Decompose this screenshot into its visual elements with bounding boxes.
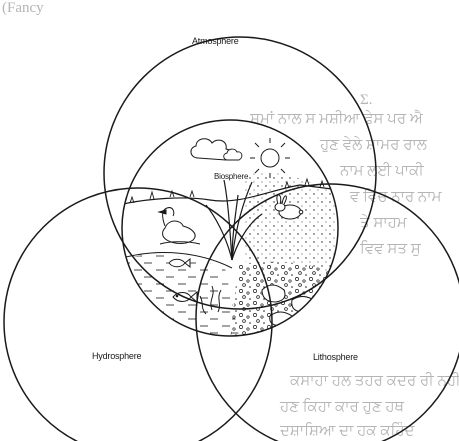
duck-icon — [159, 208, 200, 244]
hydrosphere-label: Hydrosphere — [92, 351, 141, 361]
sun-icon — [250, 138, 290, 178]
lithosphere-label: Lithosphere — [313, 352, 358, 362]
biosphere-label: Biosphere — [214, 172, 248, 181]
biosphere-scene — [118, 173, 340, 341]
atmosphere-label: Atmosphere — [192, 36, 239, 46]
